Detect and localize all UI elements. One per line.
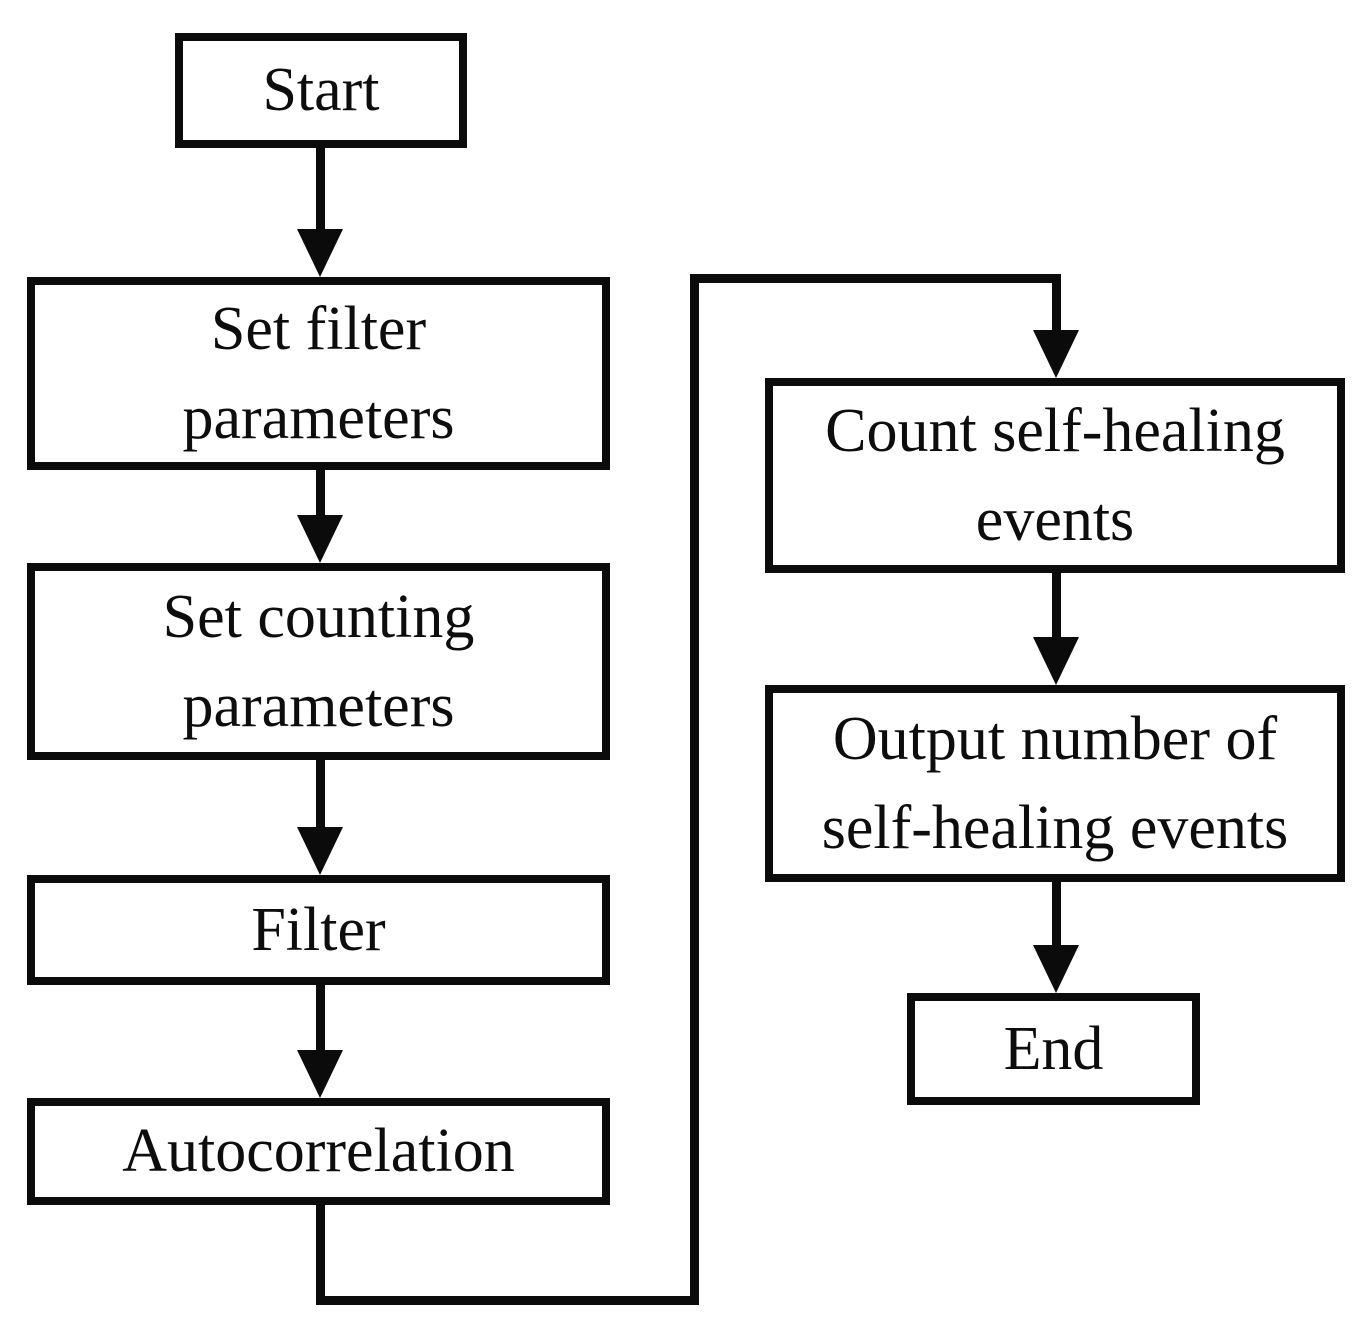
- node-set-filter-parameters: Set filter parameters: [27, 277, 610, 470]
- node-output-number-of-self-healing-events: Output number of self-healing events: [765, 685, 1345, 882]
- edge-count-to-output-arrowhead-icon: [1033, 637, 1079, 685]
- edge-autocorrelation-to-count-bottom-segment: [316, 1296, 699, 1305]
- edge-filter-to-autocorrelation-line: [316, 983, 325, 1051]
- edge-count-to-output-line: [1052, 570, 1061, 637]
- edge-autocorrelation-to-count-arrowhead-icon: [1033, 330, 1079, 378]
- edge-set-filter-to-set-counting-arrowhead-icon: [297, 515, 343, 563]
- edge-autocorrelation-to-count-drop-segment: [316, 1203, 325, 1305]
- node-filter: Filter: [27, 875, 610, 985]
- edge-start-to-set-filter-line: [316, 145, 325, 232]
- node-end: End: [907, 993, 1200, 1105]
- edge-set-counting-to-filter-arrowhead-icon: [297, 827, 343, 875]
- node-autocorrelation: Autocorrelation: [27, 1098, 610, 1205]
- edge-autocorrelation-to-count-entry-segment: [1052, 274, 1061, 332]
- node-count-self-healing-events: Count self-healing events: [765, 378, 1345, 573]
- edge-set-counting-to-filter-line: [316, 758, 325, 830]
- edge-output-to-end-line: [1052, 879, 1061, 947]
- edge-filter-to-autocorrelation-arrowhead-icon: [297, 1050, 343, 1098]
- edge-autocorrelation-to-count-top-segment: [690, 274, 1061, 283]
- node-set-counting-parameters: Set counting parameters: [27, 563, 610, 760]
- node-start: Start: [175, 33, 467, 148]
- edge-autocorrelation-to-count-rise-segment: [690, 274, 699, 1305]
- edge-output-to-end-arrowhead-icon: [1033, 945, 1079, 993]
- edge-set-filter-to-set-counting-line: [316, 468, 325, 518]
- edge-start-to-set-filter-arrowhead-icon: [297, 229, 343, 277]
